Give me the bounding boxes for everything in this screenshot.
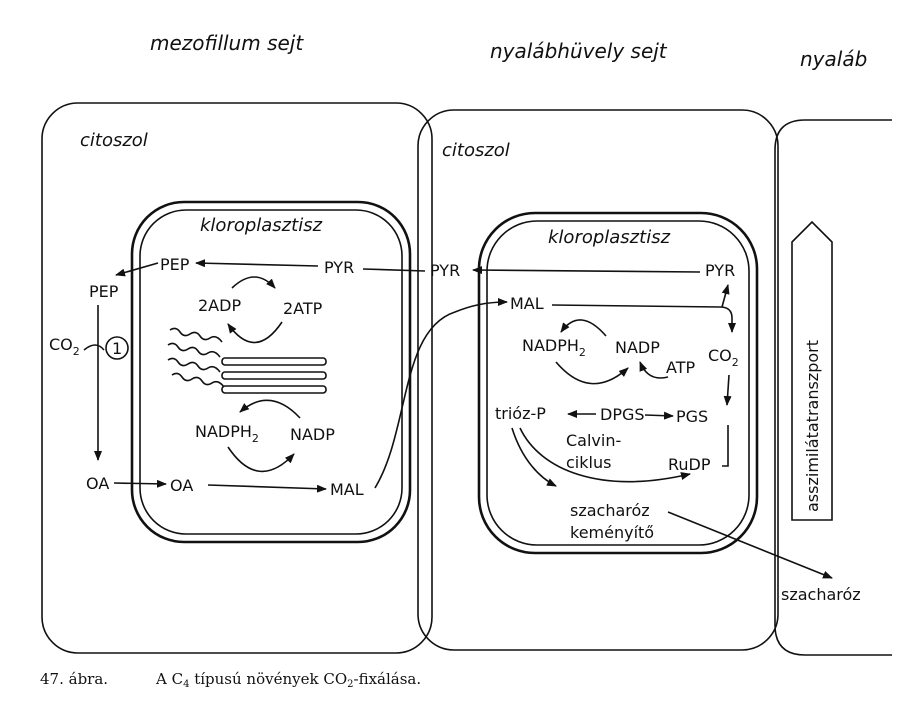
mal-transport-arrow <box>374 298 508 489</box>
pep-chloroplast: PEP <box>160 255 190 274</box>
atp-cycle-bottom <box>227 321 283 344</box>
nadp-left: NADP <box>290 425 335 444</box>
dpgs-pgs-arrow <box>644 411 674 420</box>
rudp-to-pgs-line <box>722 425 729 467</box>
light-ray-4 <box>171 372 225 388</box>
pyr-return-arrow <box>472 266 701 275</box>
assimilate-transport-arrow <box>791 220 833 521</box>
pgs: PGS <box>676 407 708 426</box>
dpgs: DPGS <box>600 405 645 424</box>
chloroplast-label-right: kloroplasztisz <box>548 227 671 248</box>
thylakoid-3 <box>221 385 327 394</box>
cytosol-label-right: citoszol <box>442 140 510 161</box>
nadph2-right: NADPH2 <box>522 336 586 359</box>
light-ray-1 <box>169 327 223 343</box>
pyr-link-line <box>362 268 426 272</box>
pyr-right: PYR <box>705 261 735 280</box>
atp-label: 2ATP <box>283 299 323 318</box>
mal-left: MAL <box>330 480 364 499</box>
atp-to-nadp-arrow <box>639 361 669 379</box>
header-bundle-sheath: nyalábhüvely sejt <box>490 39 668 63</box>
nadph-right-cycle-top <box>560 319 607 337</box>
szacharoz-out: szacharóz <box>781 585 861 604</box>
co2-right: CO2 <box>708 346 739 369</box>
adp-label: 2ADP <box>198 296 241 315</box>
pyr-chloroplast-left: PYR <box>324 258 354 277</box>
szacharoz-inner: szacharóz <box>570 501 650 520</box>
atp-right: ATP <box>666 358 695 377</box>
calvin-line2: ciklus <box>566 453 611 472</box>
mal-decarboxylation-line <box>551 304 736 333</box>
caption-text: A C4 típusú növények CO2-fixálása. <box>155 670 421 690</box>
header-mesophyll: mezofillum sejt <box>150 31 304 55</box>
trioz-to-rudp-arrow <box>519 427 691 483</box>
chloroplast-label-left: kloroplasztisz <box>200 215 323 236</box>
mesophyll-cell <box>41 102 433 654</box>
nadph-cycle-bottom <box>227 446 295 473</box>
transport-label: asszimilátatranszport <box>803 340 822 512</box>
mal-right: MAL <box>510 294 544 313</box>
nadph-cycle-top <box>239 399 301 419</box>
caption-number: 47. ábra. <box>40 670 108 688</box>
pep-cytosol: PEP <box>89 282 119 301</box>
light-ray-3 <box>167 357 221 373</box>
pyr-between: PYR <box>430 261 460 280</box>
thylakoid-1 <box>221 357 327 366</box>
nadph2-left: NADPH2 <box>195 422 259 445</box>
sucrose-export-arrow <box>667 511 833 579</box>
nadp-right: NADP <box>615 338 660 357</box>
bundle-sheath-cell <box>417 109 779 651</box>
co2-uptake-curve <box>83 344 105 351</box>
pyr-to-pep-arrow <box>195 259 319 268</box>
atp-cycle-top <box>231 276 276 289</box>
kemenyito: keményítő <box>570 523 654 542</box>
light-ray-2 <box>167 342 221 358</box>
step-1-number: 1 <box>112 339 122 358</box>
header-bundle: nyaláb <box>800 47 867 71</box>
chloroplast-right-outer <box>477 211 759 555</box>
step-1-circle <box>105 336 129 360</box>
nadph-right-cycle-bottom <box>555 361 629 385</box>
co2-to-pgs-arrow <box>723 374 732 406</box>
oa-chloroplast: OA <box>170 476 193 495</box>
trioz-p: trióz-P <box>495 404 546 423</box>
co2-left: CO2 <box>49 335 80 358</box>
trioz-to-sucrose-arrow <box>511 427 557 487</box>
bundle-cell <box>774 119 892 656</box>
oa-cytosol: OA <box>86 474 109 493</box>
chloroplast-left-outer <box>130 200 412 544</box>
calvin-line1: Calvin- <box>566 431 621 450</box>
chloroplast-right-inner <box>486 220 750 546</box>
oa-import-arrow <box>113 479 167 488</box>
cytosol-label-left: citoszol <box>80 130 148 151</box>
mal-to-pyr-arrow <box>721 284 730 308</box>
rudp: RuDP <box>668 455 711 474</box>
pep-export-arrow <box>115 262 159 277</box>
thylakoid-2 <box>221 371 327 380</box>
chloroplast-left-inner <box>139 209 403 535</box>
oa-to-mal-arrow <box>207 484 327 493</box>
